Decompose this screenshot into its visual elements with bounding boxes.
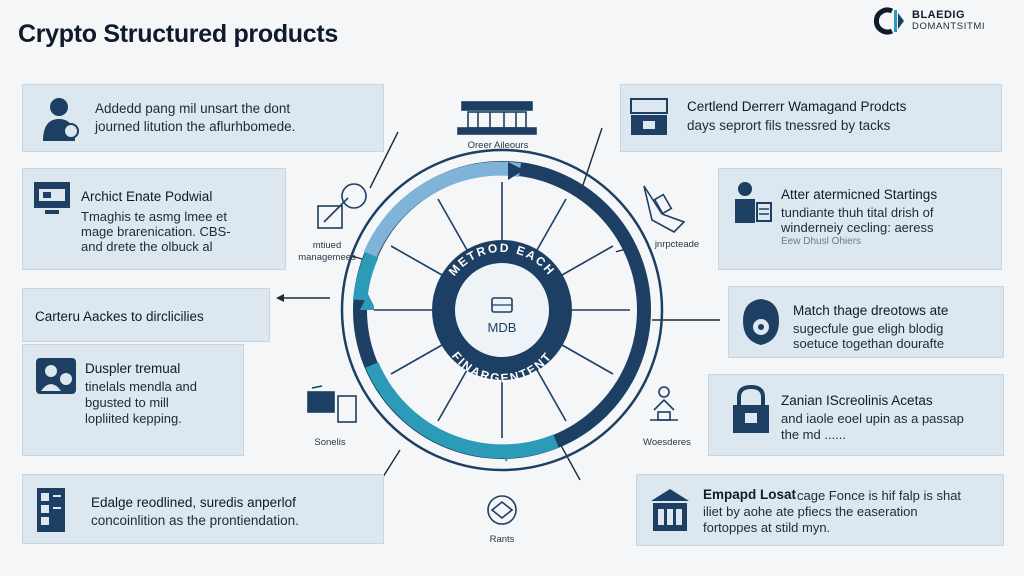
laptop-icon: [629, 97, 673, 142]
user-chat-icon: [35, 357, 79, 402]
wallet-icon: [307, 385, 357, 423]
card-3: Carteru Aackes to dirclicilies: [22, 288, 270, 342]
card-10-line-1: cage Fonce is hif falp is shat: [797, 488, 962, 503]
hub-center-label: MDB: [488, 320, 517, 335]
card-10: Empapd Losat cage Fonce is hif falp is s…: [636, 474, 1004, 546]
card-6: Certlend Derrerr Wamagand Prodcts days s…: [620, 84, 1002, 152]
card-10-line-3: fortoppes at stild myn.: [703, 520, 831, 535]
card-9: Zanian IScreolinis Acetas and iaole eoel…: [708, 374, 1004, 456]
logo-line-2: DOMANTSITMI: [912, 21, 986, 32]
person-icon: [37, 95, 85, 148]
exchange-icon: [457, 101, 537, 135]
card-9-title: Zanian IScreolinis Acetas: [781, 393, 933, 408]
card-8: Match thage dreotows ate sugecfule gue e…: [728, 286, 1004, 358]
lock-icon: [729, 384, 773, 442]
card-4-line-2: bgusted to mill: [85, 395, 169, 410]
brand-logo: BLAEDIG DOMANTSITMI: [872, 6, 1012, 36]
card-4-line-1: tinelals mendla and: [85, 379, 198, 394]
database-icon: [491, 297, 513, 313]
meditation-icon: [650, 386, 678, 421]
card-5-title: Edalge reodlined, suredis anperlof: [91, 495, 296, 510]
card-10-title: Empapd Losat: [703, 487, 797, 502]
card-7-title: Atter atermicned Startings: [781, 187, 938, 202]
label-lower-right: Woesderes: [643, 437, 691, 448]
logo-line-1: BLAEDIG: [912, 9, 965, 21]
card-7-line-1: tundiante thuh tital drish of: [781, 205, 934, 220]
card-8-title: Match thage dreotows ate: [793, 303, 949, 318]
card-9-line-2: the md ......: [781, 427, 847, 442]
card-7-line-2: winderneiy cecling: aeress: [781, 220, 934, 235]
label-upper-right: jnrpcteade: [654, 239, 700, 250]
card-7-sub: Eew Dhusl Ohiers: [781, 236, 862, 247]
card-2-line-3: and drete the olbuck al: [81, 239, 213, 254]
card-10-line-2: iliet by aohe ate pfiecs the easeration: [703, 504, 918, 519]
card-8-line-1: sugecfule gue eligh blodig: [793, 321, 944, 336]
card-2-line-2: mage brarenication. CBS-: [81, 224, 231, 239]
card-8-line-2: soetuce togethan dourafte: [793, 336, 945, 351]
hand-device-icon: [643, 185, 686, 233]
label-lower-left: Sonelis: [314, 437, 346, 448]
page-title: Crypto Structured products: [18, 20, 338, 48]
card-1: Addedd pang mil unsart the dont journed …: [22, 84, 384, 152]
card-1-line-1: Addedd pang mil unsart the dont: [95, 101, 291, 116]
growth-chart-icon: [317, 183, 367, 229]
card-3-title: Carteru Aackes to dirclicilies: [35, 309, 204, 324]
card-6-title: Certlend Derrerr Wamagand Prodcts: [687, 99, 907, 114]
monitor-icon: [33, 181, 73, 222]
card-5: Edalge reodlined, suredis anperlof conco…: [22, 474, 384, 544]
logo-mark-icon: [872, 7, 906, 35]
card-2-line-1: Tmaghis te asmg lmee et: [81, 209, 227, 224]
card-4-line-3: lopliited kepping.: [85, 411, 182, 426]
person-document-icon: [731, 179, 773, 230]
card-9-line-1: and iaole eoel upin as a passap: [781, 411, 964, 426]
card-6-line-1: days seprort fils tnessred by tacks: [687, 118, 891, 133]
card-5-line-1: concoinlition as the prontiendation.: [91, 513, 299, 528]
card-1-line-2: journed litution the aflurhbomede.: [95, 119, 296, 134]
label-top: Oreer Aileours: [467, 140, 529, 151]
label-bottom: Rants: [489, 534, 515, 545]
card-2-title: Archict Enate Podwial: [81, 189, 213, 204]
card-4: Duspler tremual tinelals mendla and bgus…: [22, 344, 244, 456]
card-4-title: Duspler tremual: [85, 361, 181, 376]
shield-icon: [739, 297, 783, 352]
handshake-icon: [487, 495, 517, 525]
card-2: Archict Enate Podwial Tmaghis te asmg lm…: [22, 168, 286, 270]
card-7: Atter atermicned Startings tundiante thu…: [718, 168, 1002, 270]
server-icon: [35, 487, 69, 538]
bank-icon: [649, 487, 691, 540]
label-upper-left: mtiued managemees: [298, 240, 356, 263]
